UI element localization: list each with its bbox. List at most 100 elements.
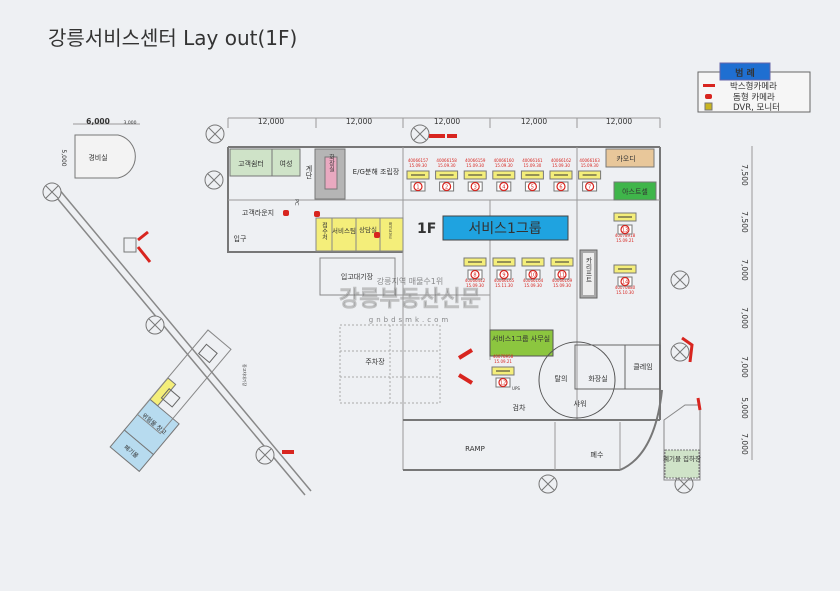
bay-number-icon	[470, 181, 480, 192]
svg-text:화이트보드: 화이트보드	[388, 221, 393, 239]
svg-text:화장실: 화장실	[588, 374, 607, 383]
bay-number: 12	[500, 381, 506, 387]
bay-date: 15.09.30	[553, 283, 571, 288]
svg-text:7,000: 7,000	[740, 259, 749, 281]
watermark: 강릉지역 매물수1위 강릉부동산신문 gnbdsmk.com	[339, 276, 481, 324]
svg-text:상담실: 상담실	[359, 225, 377, 234]
bay-number-icon	[499, 269, 509, 280]
building-outline	[227, 146, 661, 471]
bay-date: 15.09.30	[581, 163, 599, 168]
svg-text:12,000: 12,000	[258, 117, 284, 126]
svg-text:12,000: 12,000	[434, 117, 460, 126]
waste-yard	[664, 449, 700, 479]
bay-number-icon	[442, 181, 452, 192]
guard-house: 6,000 3,000 5,000 경비실	[60, 117, 140, 179]
dome-camera-icon	[705, 94, 712, 99]
svg-text:여성: 여성	[280, 159, 293, 168]
office-room	[489, 329, 554, 357]
bay-code: 40066164	[523, 278, 544, 283]
bay-number: 4	[502, 185, 505, 191]
legend-item: 돔형 카메라	[733, 93, 775, 103]
svg-text:12,000: 12,000	[346, 117, 372, 126]
svg-text:폐기물 집하장: 폐기물 집하장	[663, 454, 701, 463]
bay-date: 15.09.30	[409, 163, 427, 168]
bay-number-icon	[556, 181, 566, 192]
used-car-waiting: 중고차대기장	[242, 364, 248, 386]
bay-number: 10	[530, 273, 536, 279]
claim-room	[624, 344, 661, 390]
bay-code: 40066159	[465, 158, 486, 163]
bay-number-icon	[557, 269, 567, 280]
bay-number: 13	[622, 228, 628, 234]
ups-label: UPS	[512, 386, 520, 391]
entrance-label: 입구	[234, 235, 247, 243]
dome-camera-icon	[283, 210, 289, 216]
box-camera-icon	[681, 336, 702, 411]
bay-code: 40066169	[552, 278, 573, 283]
floor-label: 1F	[417, 221, 436, 237]
bay-number-icon	[620, 276, 630, 287]
changing-shower-circle	[538, 341, 616, 419]
bay-date: 15.09.30	[466, 283, 484, 288]
svg-text:접수처: 접수처	[321, 221, 328, 241]
bay-number-icon	[413, 181, 423, 192]
svg-text:화장실: 화장실	[328, 154, 335, 172]
svg-text:샤워: 샤워	[574, 399, 587, 408]
svg-text:5,000: 5,000	[60, 149, 67, 166]
bay-number: 9	[502, 273, 505, 279]
svg-text:5,000: 5,000	[740, 397, 749, 419]
legend-header: 범 례	[735, 67, 755, 79]
svg-text:카리프트: 카리프트	[584, 256, 592, 283]
svg-text:고객쉼터: 고객쉼터	[238, 159, 264, 168]
svg-text:7,500: 7,500	[740, 211, 749, 233]
svg-text:12,000: 12,000	[521, 117, 547, 126]
waiting-area	[319, 257, 396, 296]
eg-room-label: E/G분해 조립장	[353, 167, 400, 176]
bay-number: 8	[473, 273, 476, 279]
bay-date: 15.09.30	[552, 163, 570, 168]
bay-code: 40066163	[579, 158, 600, 163]
svg-text:강릉부동산신문: 강릉부동산신문	[339, 287, 481, 312]
ramp-label: RAMP	[465, 445, 485, 453]
stairs-label: 계단	[305, 164, 313, 179]
bay-date: 15.09.30	[524, 283, 542, 288]
pc-label: PC	[293, 199, 299, 206]
bay-number: 6	[559, 185, 562, 191]
caody-room	[605, 148, 655, 168]
legend: 범 례 박스형카메라 돔형 카메라 DVR, 모니터	[697, 62, 811, 113]
service-desk-area: 접수처 서비스팀 상담실 화이트보드	[314, 211, 404, 252]
bay-code: 40078918	[615, 233, 636, 238]
bay-code: 40066160	[494, 158, 515, 163]
wastewater-label: 폐수	[591, 450, 604, 459]
svg-text:서비스1그룹: 서비스1그룹	[468, 221, 541, 237]
box-camera-icon	[703, 84, 715, 87]
bay-date: 15.10.30	[616, 290, 634, 295]
svg-text:입고대기장: 입고대기장	[341, 272, 374, 281]
bay-date: 15.09.21	[616, 238, 634, 243]
svg-text:탈의: 탈의	[555, 374, 568, 383]
box-camera-icon	[457, 348, 474, 385]
svg-text:3,000: 3,000	[124, 120, 137, 126]
bay-date: 15.09.21	[494, 359, 512, 364]
bay-date: 15.09.30	[438, 163, 456, 168]
bay-code: 40070880	[615, 285, 636, 290]
bays-bottom: 4006644215.09.3084006616515.11.309400661…	[463, 257, 574, 288]
bay-code: 40066157	[408, 158, 429, 163]
parking-area: 주차장	[339, 324, 441, 404]
bay-number: 14	[622, 280, 628, 286]
